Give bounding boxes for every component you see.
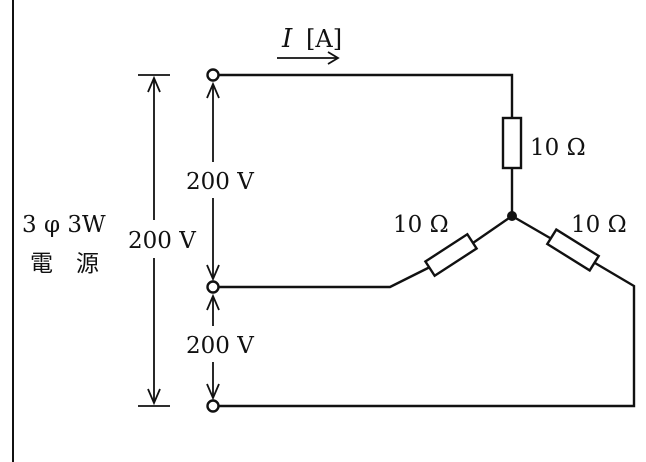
terminal-a [206,68,220,82]
voltage-label-bottom: 200 V [186,333,254,359]
wire-bottom [218,261,636,408]
resistor-right [545,227,601,273]
terminal-c [206,399,220,413]
wire-middle [218,264,433,289]
wires [218,73,636,408]
dimension-arrow-total [138,74,170,407]
terminal-b [206,280,220,294]
source-label-line1: 3 φ 3W [22,212,106,238]
dimension-arrow-top [206,81,220,282]
wire-left-resistor-to-node [469,215,513,246]
wire-top [218,73,514,118]
current-unit: [A] [306,25,342,53]
current-symbol: I [281,24,293,54]
resistor-label-left: 10 Ω [393,212,449,238]
star-node [507,211,517,221]
voltage-label-top: 200 V [186,169,254,195]
resistor-top [501,116,523,170]
voltage-label-total: 200 V [128,228,196,254]
resistor-label-right: 10 Ω [571,212,627,238]
current-arrow [277,51,340,65]
dimension-arrow-bottom [206,293,220,401]
resistor-label-top: 10 Ω [530,135,586,161]
resistor-left [423,232,479,278]
wire-node-to-right-resistor [511,214,551,240]
source-label-line2: 電 源 [30,251,99,277]
